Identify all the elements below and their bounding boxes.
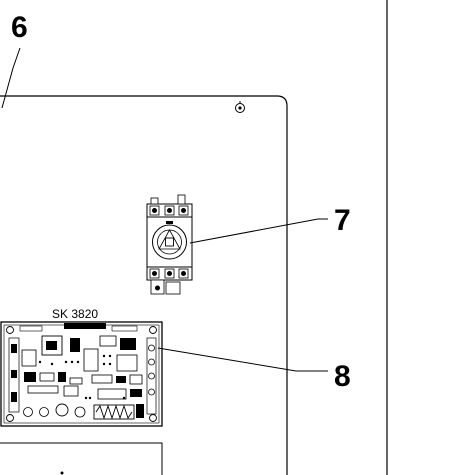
lower-enclosure-mark <box>60 471 64 475</box>
mounting-plate-outline <box>0 95 288 475</box>
rotary-switch-component <box>146 194 193 295</box>
leader-line-6 <box>1 47 21 109</box>
leader-line-7 <box>189 218 319 244</box>
callout-8: 8 <box>334 360 351 393</box>
circuit-board-component <box>0 321 163 427</box>
circuit-board-label: SK 3820 <box>52 307 99 321</box>
callout-6: 6 <box>11 11 28 44</box>
ground-symbol-icon <box>235 101 245 113</box>
lower-enclosure-outline <box>0 442 163 475</box>
callout-7: 7 <box>334 204 351 237</box>
leader-line-8 <box>157 347 297 372</box>
